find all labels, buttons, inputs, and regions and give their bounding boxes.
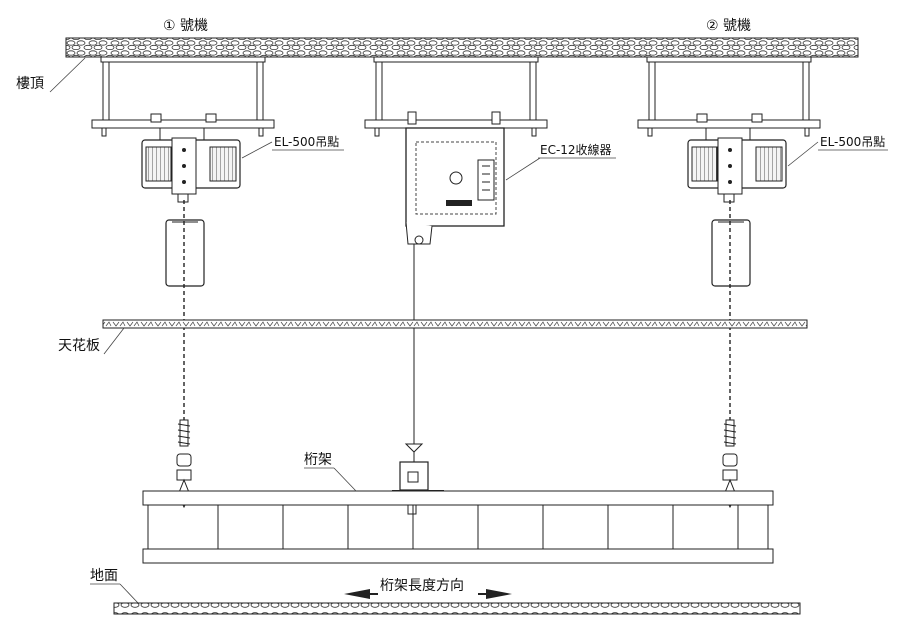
- chain-bag-left: [165, 219, 205, 287]
- ceiling-board-leader-line: [103, 327, 125, 355]
- hoist-right-el500: [687, 113, 787, 203]
- hoist-2-title: ② 號機: [706, 18, 751, 34]
- winder-ec12: [404, 111, 505, 462]
- hoist-right-leader-line: [787, 141, 819, 167]
- hanging-frame-right: [637, 56, 821, 137]
- hoist-left-label: EL-500吊點: [274, 135, 339, 149]
- winder-load-box: [392, 461, 444, 515]
- hoist-left-leader-line: [241, 141, 273, 159]
- chain-bag-right: [711, 219, 751, 287]
- hoist-1-title: ① 號機: [163, 18, 208, 34]
- roof-slab: [65, 37, 859, 58]
- floor-label: 地面: [90, 568, 118, 584]
- hanging-frame-center: [364, 56, 548, 137]
- winder-label: EC-12收線器: [540, 142, 612, 157]
- ceiling-board-label: 天花板: [58, 338, 100, 354]
- hoist-left-el500: [141, 113, 241, 203]
- truss-leader-line: [333, 467, 357, 492]
- truss: [142, 490, 774, 564]
- truss-direction-label: 桁架長度方向: [380, 578, 464, 594]
- floor-leader-line: [119, 583, 139, 604]
- floor-slab: [113, 602, 801, 615]
- hoist-right-label: EL-500吊點: [820, 135, 885, 149]
- hanging-frame-left: [91, 56, 275, 137]
- winder-leader-line: [505, 157, 541, 181]
- truss-label: 桁架: [304, 452, 332, 468]
- roof-label: 樓頂: [16, 76, 44, 92]
- roof-leader-line: [49, 57, 86, 93]
- ceiling-board: [102, 319, 808, 329]
- truss-direction-arrow: [344, 589, 512, 599]
